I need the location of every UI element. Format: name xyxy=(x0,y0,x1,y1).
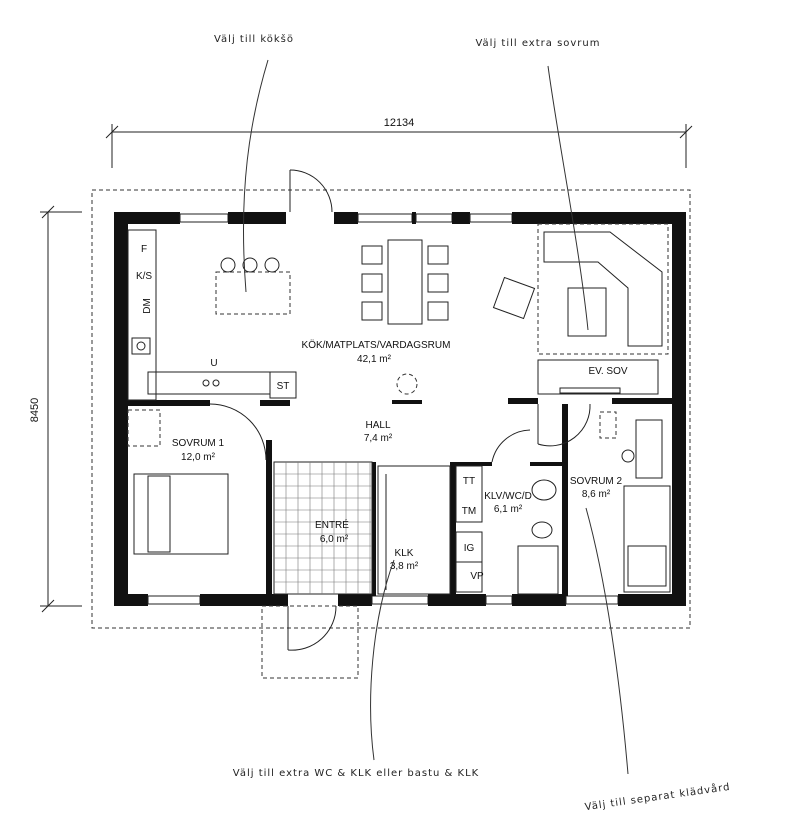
dryer-label: TT xyxy=(463,476,475,487)
extra-bedroom-leader xyxy=(547,65,589,331)
outer-walls xyxy=(114,212,686,606)
closet-area: 3,8 m² xyxy=(390,561,419,572)
fridge-freezer-label: K/S xyxy=(136,271,152,282)
bathroom-fixtures xyxy=(455,465,559,595)
kitchen-counter xyxy=(127,229,297,401)
bedroom1-area: 12,0 m² xyxy=(181,452,216,463)
kitchen-living-name: KÖK/MATPLATS/VARDAGSRUM xyxy=(302,339,451,351)
ironing-label: IG xyxy=(464,543,475,554)
closet-name: KLK xyxy=(395,548,414,559)
entrance-tiles xyxy=(273,461,373,595)
optional-bedroom-label: EV. SOV xyxy=(588,366,627,377)
bedroom2-name: SOVRUM 2 xyxy=(570,476,623,487)
kitchen-living-area: 42,1 m² xyxy=(357,354,392,365)
kitchen-island-option xyxy=(215,257,291,315)
width-dimension: 12134 xyxy=(105,117,693,168)
entrance-area: 6,0 m² xyxy=(320,534,349,545)
wardrobe-note: Välj till separat klädvård xyxy=(584,780,731,813)
kitchen-option-note: Välj till kökšö xyxy=(214,33,294,45)
washer-label: TM xyxy=(462,506,476,517)
extra-bedroom-note: Välj till extra sovrum xyxy=(475,38,600,49)
bedroom2-area: 8,6 m² xyxy=(582,489,611,500)
closet-shelves xyxy=(377,465,451,595)
fireplace xyxy=(392,373,422,404)
interior-walls xyxy=(128,398,672,596)
depth-dimension-label: 8450 xyxy=(29,398,41,422)
entrance-porch xyxy=(261,605,359,679)
depth-dimension: 8450 xyxy=(29,205,82,613)
hall-area: 7,4 m² xyxy=(364,433,393,444)
bathroom-name: KLV/WC/D xyxy=(484,491,532,502)
wardrobe-leader xyxy=(585,507,629,775)
hall-doors xyxy=(209,403,591,463)
kitchen-option-leader xyxy=(243,59,269,293)
water-heater-label: VP xyxy=(470,571,484,582)
extra-wc-note: Välj till extra WC & KLK eller bastu & K… xyxy=(233,768,479,779)
width-dimension-label: 12134 xyxy=(384,117,415,129)
bedroom1-bed xyxy=(127,409,229,555)
bathroom-area: 6,1 m² xyxy=(494,504,523,515)
dining-table xyxy=(361,239,449,325)
balcony-door xyxy=(289,169,333,213)
storage-label: ST xyxy=(277,381,290,392)
bedroom2-furniture xyxy=(599,411,671,593)
living-sofa xyxy=(492,223,669,395)
bedroom1-name: SOVRUM 1 xyxy=(172,438,225,449)
oven-label: U xyxy=(210,358,217,369)
extra-wc-leader xyxy=(370,559,395,761)
hall-name: HALL xyxy=(365,420,390,431)
dishwasher-label: DM xyxy=(142,298,153,314)
entrance-name: ENTRÉ xyxy=(315,518,349,531)
fridge-label: F xyxy=(141,244,147,255)
